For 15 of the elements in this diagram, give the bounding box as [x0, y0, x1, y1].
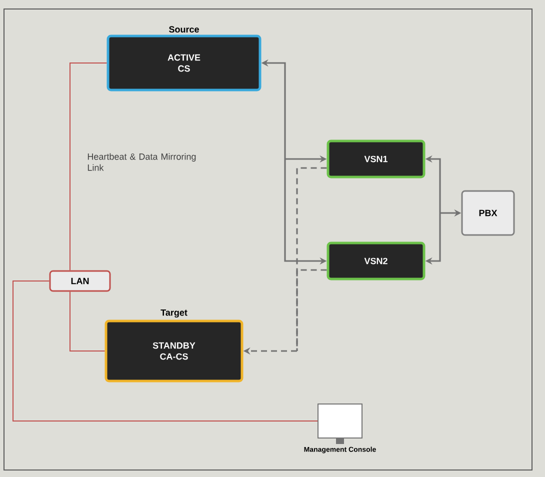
lan-box: LAN — [49, 270, 111, 292]
caption-text: Source — [169, 26, 199, 33]
gateway-box: VSN1 — [326, 140, 426, 178]
server-box: STANDBY CA-CS — [104, 320, 244, 382]
connector — [12, 280, 318, 422]
connector — [70, 62, 108, 271]
caption-text: Target — [160, 309, 188, 318]
link-label: Heartbeat & Data Mirroring Link — [88, 153, 196, 171]
monitor-drawing — [318, 404, 362, 444]
connector — [70, 291, 106, 352]
server-box: ACTIVE CS — [106, 34, 262, 92]
connector — [296, 269, 327, 351]
connector — [296, 167, 327, 351]
pbx-box: PBX — [461, 190, 515, 236]
gateway-box: VSN2 — [326, 242, 426, 280]
